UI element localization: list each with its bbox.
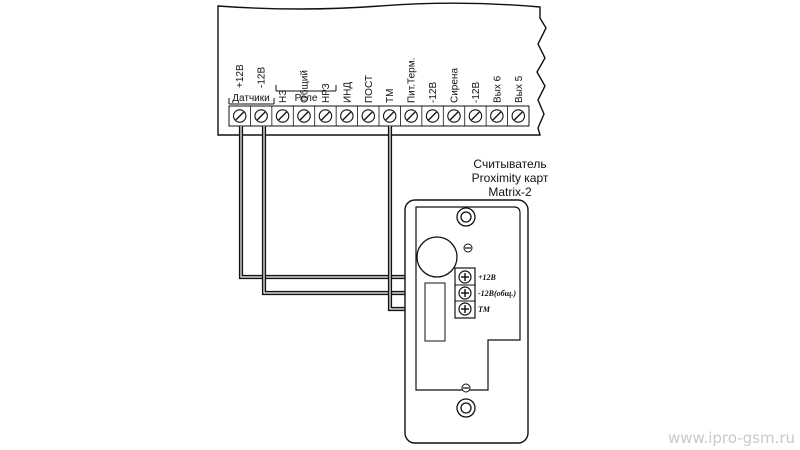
reader-terminal-label-plus12: +12В [478, 273, 497, 282]
terminal-screw [297, 109, 311, 123]
terminal-screw [468, 109, 483, 123]
terminal-block: +12В -12В НЗ Общий НРЗ ИНД ПОСТ ТМ Пит.Терм. -12В… [228, 58, 530, 127]
control-panel-board [217, 2, 547, 136]
reader-terminal-screw [458, 302, 472, 316]
terminal-screw [254, 109, 268, 123]
terminal-label: НРЗ [321, 83, 332, 103]
buzzer [416, 236, 458, 278]
reader-terminal-screw [458, 270, 472, 284]
terminal-label: +12В [235, 64, 246, 88]
terminal-label: -12В [428, 82, 439, 103]
terminal-screw [275, 109, 290, 123]
terminal-label: Сирена [450, 68, 461, 103]
terminal-screw [447, 109, 461, 123]
terminal-label: ТМ [385, 89, 396, 103]
terminal-screw [425, 109, 440, 123]
terminal-screw [232, 109, 247, 123]
reader-terminal-block: +12В -12В(общ.) ТМ [454, 267, 516, 319]
reader-title-line-3: Matrix-2 [488, 185, 532, 199]
group-label-relay: Реле [295, 93, 318, 104]
watermark: www.ipro-gsm.ru [668, 429, 795, 447]
reader-terminal-label-tm: ТМ [478, 305, 491, 314]
reader-title: Считыватель Proximity карт Matrix-2 [472, 157, 549, 199]
terminal-screw [318, 109, 333, 123]
group-label-sensors: Датчики [232, 93, 269, 104]
terminal-label: -12В [471, 82, 482, 103]
reader-terminal-screw [458, 286, 472, 300]
terminal-label: НЗ [278, 90, 289, 103]
terminal-screw [361, 109, 376, 123]
terminal-label: Вых 6 [492, 75, 503, 103]
reader-housing [404, 199, 529, 444]
reader-terminal-label-minus12: -12В(общ.) [478, 289, 516, 298]
terminal-label: Общий [299, 70, 311, 103]
reader-title-line-2: Proximity карт [472, 171, 549, 185]
terminal-label: ПОСТ [364, 75, 375, 103]
terminal-label: Вых 5 [514, 75, 525, 103]
reader-title-line-1: Считыватель [473, 157, 546, 171]
terminal-label: -12В [257, 67, 268, 88]
terminal-screw [340, 109, 354, 123]
group-labels: Датчики Реле [228, 85, 337, 105]
terminal-screw [490, 109, 504, 123]
terminal-screw [511, 109, 526, 123]
terminal-screw [382, 109, 397, 123]
terminal-label: ИНД [342, 82, 353, 103]
terminal-screw [404, 109, 418, 123]
terminal-label: Пит.Терм. [407, 58, 418, 103]
